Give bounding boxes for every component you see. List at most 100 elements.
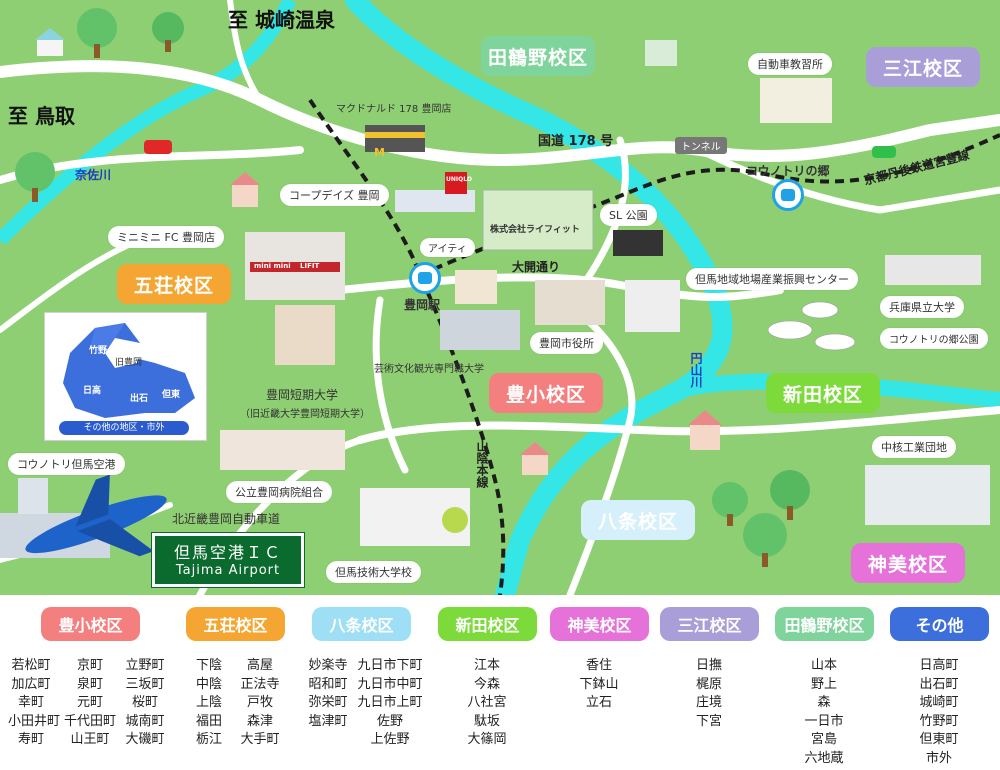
legend-column: 香住 下鉢山 立石: [562, 657, 636, 713]
sl-park-label: SL 公園: [600, 204, 657, 226]
rails: [308, 98, 1000, 595]
legend-item: 寿町: [17, 732, 44, 747]
legend-item: 塩津町: [308, 713, 348, 729]
legend-item: 市外: [925, 750, 952, 766]
legend-header-nitta: 新田校区: [438, 607, 537, 641]
legend-header-hachijo: 八条校区: [312, 607, 411, 641]
inset-map: 竹野 城崎 旧豊岡 日高 出石 但東 その他の地区・市外: [44, 312, 207, 441]
inset-caption: その他の地区・市外: [59, 421, 189, 435]
legend-item: 昭和町: [308, 676, 348, 692]
legend-header-kamibe: 神美校区: [550, 607, 649, 641]
minimini-store-sign: mini mini: [254, 262, 291, 270]
legend-item: 高屋: [246, 658, 273, 673]
aiti-label: アイティ: [420, 238, 475, 257]
inset-izushi: 出石: [130, 394, 149, 404]
legend-item: 京町: [76, 658, 103, 673]
legend-item: 佐野: [376, 713, 403, 729]
legend-column: 下陰 中陰 上陰 福田 栃江: [192, 657, 226, 750]
airport-label: コウノトリ但馬空港: [8, 453, 125, 475]
tajima-airport-ic-sign: 但馬空港ＩＣ Tajima Airport: [152, 533, 304, 587]
badge-hachijo: 八条校区: [581, 500, 695, 540]
city-hall-label: 豊岡市役所: [530, 332, 603, 354]
legend-item: 立野町: [125, 658, 165, 673]
hospital-label: 公立豊岡病院組合: [226, 481, 332, 503]
legend-item: 桜町: [131, 695, 158, 710]
legend-column: 山本 野上 森 一日市 宮島 六地蔵: [787, 657, 861, 768]
lifit-store-sign: LIFIT: [300, 262, 320, 270]
legend-item: 野上: [810, 676, 837, 692]
mcdonalds-logo: M: [374, 146, 385, 159]
legend-item: 竹野町: [919, 713, 959, 729]
legend-item: 六地蔵: [804, 750, 844, 766]
legend-item: 八社宮: [467, 695, 507, 710]
badge-ioka: 五荘校区: [117, 264, 231, 304]
legend-item: 小田井町: [8, 713, 61, 729]
coop-label: コープデイズ 豊岡: [280, 184, 389, 206]
legend-column: 日撫 梶原 庄境 下宮: [672, 657, 746, 731]
destination-kinosaki: 至 城崎温泉: [228, 8, 335, 32]
car: [872, 146, 896, 158]
legend-item: 中陰: [195, 676, 222, 692]
legend-item: 庄境: [695, 695, 722, 710]
legend-item: 香住: [585, 658, 612, 673]
legend-item: 若松町: [11, 658, 51, 673]
legend-item: 江本: [473, 658, 500, 673]
legend-column: 高屋 正法寺 戸牧 森津 大手町: [236, 657, 284, 750]
legend-item: 日高町: [919, 658, 959, 673]
jibasan-label: 但馬地域地場産業振興センター: [686, 268, 858, 290]
legend-item: 下陰: [195, 658, 222, 673]
legend-item: 山本: [810, 658, 837, 673]
map-area: 至 城崎温泉 至 鳥取 国道 178 号 トンネル 京都丹後鉄道宮豊線 大開通り…: [0, 0, 1000, 595]
destination-tottori: 至 鳥取: [8, 104, 75, 128]
chukaku-label: 中核工業団地: [872, 436, 956, 458]
inset-hidaka: 日高: [83, 386, 102, 396]
minimini-label: ミニミニ FC 豊岡店: [108, 226, 225, 248]
legend-item: 上陰: [195, 695, 222, 710]
nasa-river: [0, 0, 297, 245]
maruyama-river-label: 円山川: [689, 352, 703, 388]
gijutsu-label: 但馬技術大学校: [326, 561, 421, 583]
route178-label: 国道 178 号: [538, 134, 614, 149]
legend-column: 日高町 出石町 城崎町 竹野町 但東町 市外: [902, 657, 976, 768]
legend-item: 正法寺: [240, 676, 280, 692]
badge-toyooka: 豊小校区: [489, 373, 603, 413]
kounotori-station-icon: [772, 179, 804, 211]
odori-label: 大開通り: [512, 260, 561, 274]
legend-item: 一日市: [804, 713, 844, 729]
ic-sign-line1: 但馬空港ＩＣ: [173, 543, 282, 562]
legend-item: 城崎町: [919, 695, 959, 710]
district-legend: 豊小校区 五荘校区 八条校区 新田校区 神美校区 三江校区 田鶴野校区 その他 …: [0, 595, 1000, 770]
legend-item: 森津: [246, 713, 273, 729]
badge-kamibe: 神美校区: [851, 543, 965, 583]
legend-item: 城南町: [125, 713, 165, 729]
kenritsu-label: 兵庫県立大学: [880, 296, 964, 318]
legend-item: 幸町: [17, 695, 44, 710]
inset-tanto: 但東: [162, 390, 181, 400]
legend-header-other: その他: [890, 607, 989, 641]
legend-item: 下宮: [695, 713, 722, 729]
expressway-label: 北近畿豊岡自動車道: [172, 512, 281, 526]
ic-sign-line2: Tajima Airport: [175, 563, 281, 578]
legend-item: 立石: [585, 695, 612, 710]
badge-tazuruno: 田鶴野校区: [481, 36, 595, 76]
car: [144, 140, 172, 154]
legend-item: 大磯町: [125, 732, 165, 747]
houses: [35, 28, 722, 475]
toyooka-station-label: 豊岡駅: [404, 298, 441, 312]
legend-item: 大手町: [240, 732, 280, 747]
inset-kinosaki: 城崎: [115, 342, 134, 352]
legend-item: 今森: [473, 676, 500, 692]
sanin-line-label: 山陰本線: [475, 440, 489, 488]
legend-column: 妙楽寺 昭和町 弥栄町 塩津町: [304, 657, 352, 731]
inset-old-toyooka: 旧豊岡: [115, 358, 143, 368]
geijutsu-label: 芸術文化観光専門職大学: [374, 364, 484, 375]
legend-item: 福田: [195, 713, 222, 729]
toyooka-station-icon: [409, 262, 441, 294]
legend-item: 泉町: [76, 676, 103, 692]
legend-item: 但東町: [919, 732, 959, 747]
legend-item: 元町: [76, 695, 103, 710]
legend-header-mie: 三江校区: [660, 607, 759, 641]
legend-item: 駄坂: [473, 713, 500, 729]
legend-item: 日撫: [695, 658, 722, 673]
